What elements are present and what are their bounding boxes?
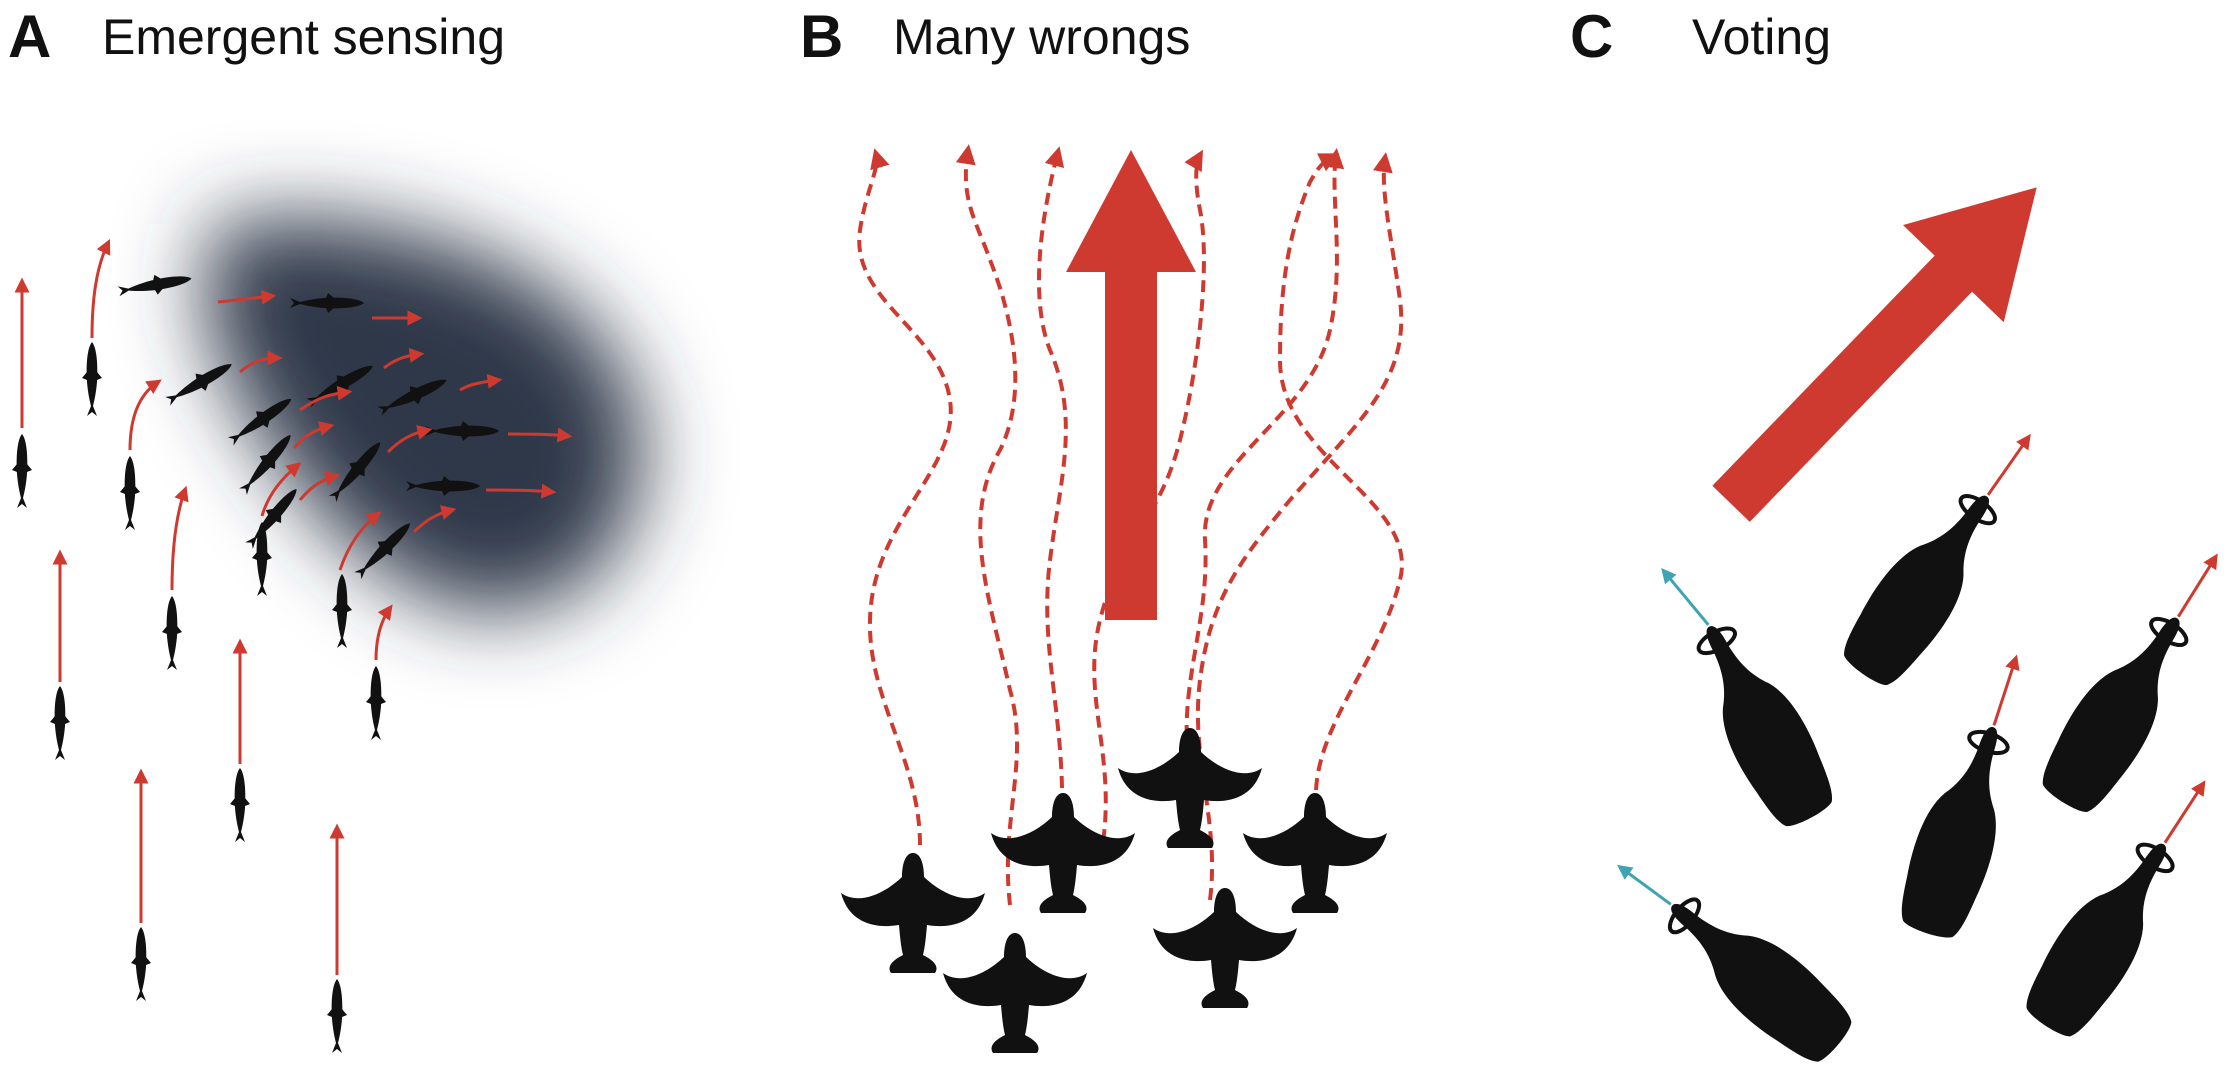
bird-flock	[841, 728, 1387, 1053]
bird-2	[991, 793, 1135, 913]
panel-a-diagram	[12, 218, 643, 1053]
consensus-arrow	[1712, 187, 2037, 522]
panel-b-diagram	[841, 144, 1404, 1053]
panel-b-letter: B	[800, 3, 844, 70]
panel-c-diagram	[1617, 187, 2218, 1077]
voter-red-3	[1888, 654, 2032, 948]
fish-straight-group	[12, 277, 347, 1053]
bird-6	[1153, 888, 1297, 1008]
voter-teal-1	[1661, 567, 1845, 836]
voter-red-4	[2011, 780, 2206, 1049]
dashed-individual-paths	[857, 144, 1404, 906]
voter-red-2	[2028, 553, 2218, 825]
panel-a-letter: A	[8, 3, 52, 70]
panel-b-title: Many wrongs	[893, 9, 1191, 65]
panel-c-title: Voting	[1692, 9, 1832, 65]
panel-c-letter: C	[1570, 3, 1614, 70]
shade-gradient	[204, 218, 643, 611]
bird-3	[1118, 728, 1262, 848]
voter-red-1	[1829, 433, 2031, 698]
fish-curving-group	[82, 238, 393, 740]
fish-turning-group	[116, 268, 573, 583]
voter-teal-2	[1617, 864, 1865, 1077]
mean-direction-arrow	[1066, 150, 1196, 620]
bird-1	[841, 853, 985, 973]
voter-group	[1617, 433, 2218, 1077]
panel-a-title: Emergent sensing	[102, 9, 506, 65]
bird-5	[943, 933, 1087, 1053]
bird-4	[1243, 793, 1387, 913]
